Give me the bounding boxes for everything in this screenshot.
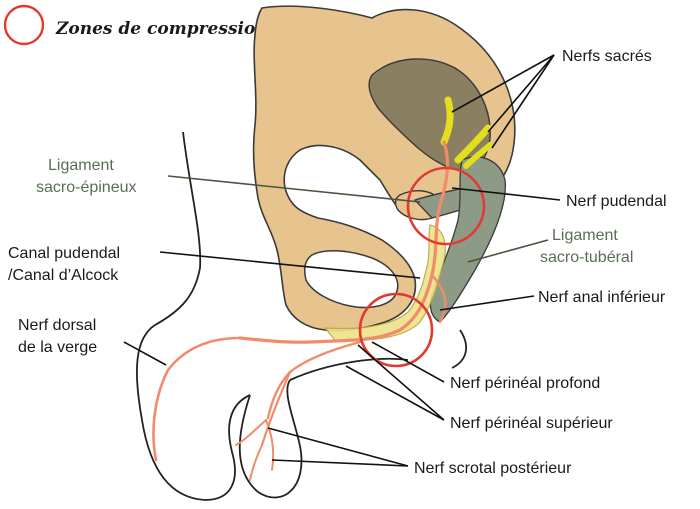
label-nerf-perineal-profond: Nerf périnéal profond xyxy=(450,375,600,392)
label-canal-pudendal-2: /Canal d’Alcock xyxy=(8,267,119,284)
label-nerf-dorsal-1: Nerf dorsal xyxy=(18,317,96,334)
sacral-nerve-1 xyxy=(440,96,454,146)
label-nerf-anal-inferieur: Nerf anal inférieur xyxy=(538,289,666,306)
compression-zone-2 xyxy=(358,292,434,368)
leader-nerf-pudendal xyxy=(451,187,561,201)
obturator-foramen xyxy=(303,250,399,309)
body-outline xyxy=(135,131,251,501)
leader-canal-pudendal xyxy=(159,251,421,279)
pudendal-nerve-trunk xyxy=(238,140,450,344)
gluteal-outline xyxy=(451,329,467,369)
leader-nerfs-sacres-a xyxy=(451,54,555,113)
label-ligament-sacro-tuberal-1: Ligament xyxy=(552,227,618,244)
dorsal-nerve xyxy=(152,336,242,462)
label-ligament-sacro-tuberal-2: sacro-tubéral xyxy=(540,249,633,266)
perineum-outline xyxy=(289,357,409,381)
compression-zone-1 xyxy=(406,166,486,246)
legend-text: Zones de compression xyxy=(55,19,268,39)
label-nerf-perineal-superieur: Nerf périnéal supérieur xyxy=(450,415,613,432)
leader-nerf-scrotal-b xyxy=(271,459,409,467)
scrotal-branch-1 xyxy=(235,419,267,446)
scrotum-outline xyxy=(238,379,303,499)
label-nerfs-sacres: Nerfs sacrés xyxy=(562,48,652,65)
scrotal-branch-3 xyxy=(249,444,263,481)
perineal-branch-2 xyxy=(260,370,292,447)
leader-nerfs-sacres-b xyxy=(487,54,555,133)
label-nerf-dorsal-2: de la verge xyxy=(18,339,97,356)
label-canal-pudendal-1: Canal pudendal xyxy=(8,245,120,262)
sacral-nerve-2 xyxy=(454,124,492,164)
inferior-anal-nerve xyxy=(430,273,447,324)
label-nerf-scrotal-posterieur: Nerf scrotal postérieur xyxy=(414,460,572,477)
legend-zone-circle xyxy=(3,4,45,46)
label-ligament-sacro-epineux-2: sacro-épineux xyxy=(36,179,137,196)
leader-ligament-sacro-epineux xyxy=(167,175,421,203)
label-nerf-pudendal: Nerf pudendal xyxy=(566,193,667,210)
sacral-nerve-3 xyxy=(463,142,493,169)
leader-nerf-perineal-superieur-b xyxy=(345,365,445,421)
leader-nerf-perineal-superieur-a xyxy=(357,344,445,421)
leader-nerf-perineal-profond xyxy=(371,341,445,383)
leader-nerf-scrotal-a xyxy=(267,427,409,467)
leader-nerf-dorsal xyxy=(123,341,167,366)
perineal-branch-1 xyxy=(266,340,362,420)
leader-nerfs-sacres-c xyxy=(491,54,555,149)
label-ligament-sacro-epineux-1: Ligament xyxy=(48,157,114,174)
leader-ligament-sacro-tuberal xyxy=(467,239,549,263)
scrotal-branch-2 xyxy=(265,419,275,471)
leader-nerf-anal-inferieur xyxy=(439,295,535,311)
